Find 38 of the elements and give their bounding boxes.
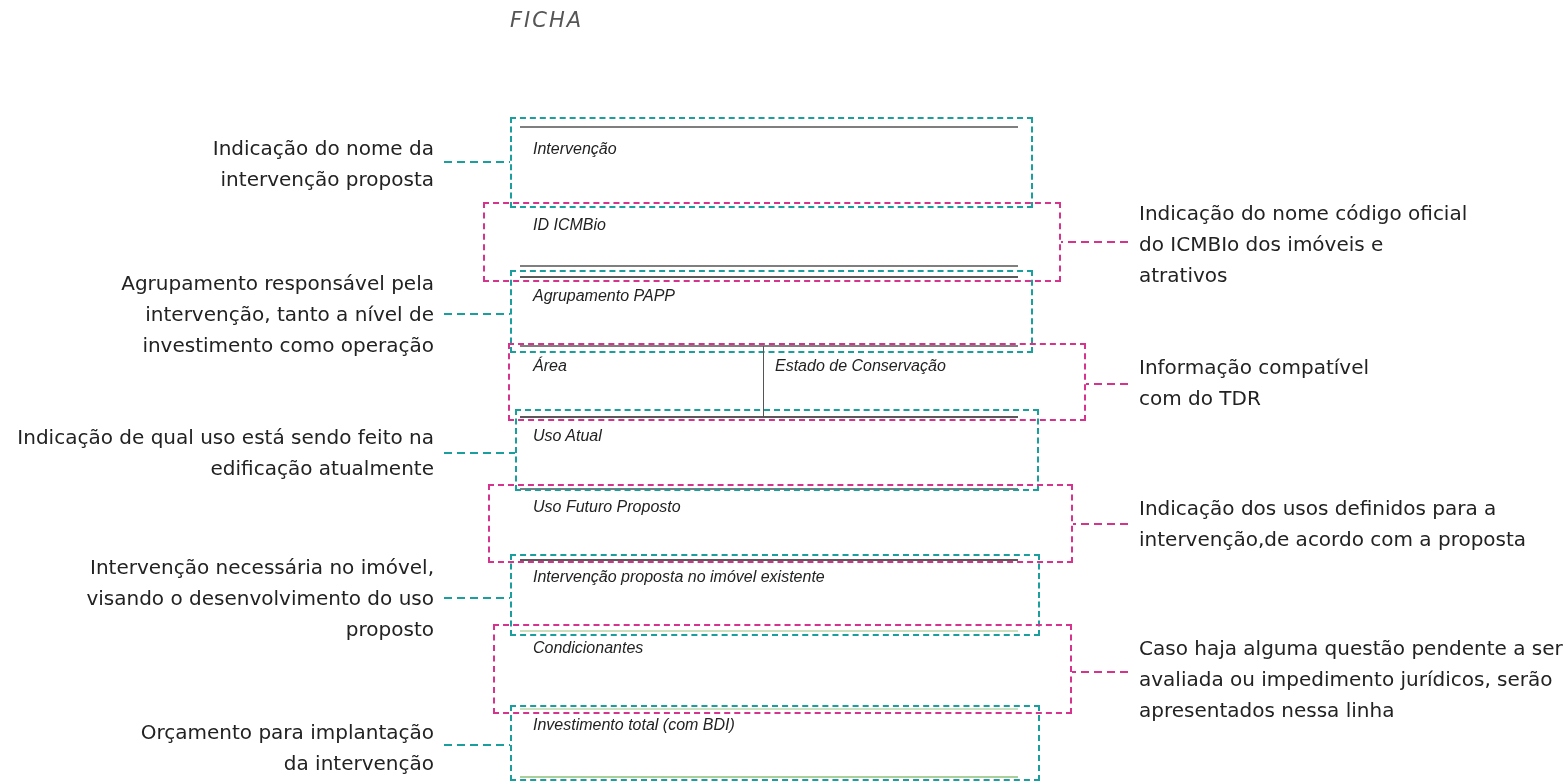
annotation-text: Indicação de qual uso está sendo feito na edificação atualmente — [10, 422, 434, 484]
field-label: ID ICMBio — [533, 216, 606, 234]
field-label: Investimento total (com BDI) — [533, 716, 735, 734]
leader-line — [1085, 383, 1129, 385]
annotation-text: Indicação dos usos definidos para a intervenção,de acordo com a proposta — [1139, 493, 1561, 555]
field-label: Estado de Conservação — [775, 357, 946, 375]
leader-line — [1072, 523, 1129, 525]
dashed-frame — [510, 554, 1040, 636]
leader-line — [443, 161, 511, 163]
annotation-text: Orçamento para implantação da intervenção — [112, 717, 434, 779]
field-label: Intervenção proposta no imóvel existente — [533, 568, 825, 586]
dashed-frame — [510, 117, 1033, 208]
annotation-text: Agrupamento responsável pela intervenção, tanto a nível de investimento como operação — [86, 268, 434, 361]
leader-line — [443, 597, 511, 599]
field-label: Agrupamento PAPP — [533, 287, 675, 305]
dashed-frame — [493, 624, 1072, 714]
dashed-frame — [483, 202, 1061, 282]
field-label: Condicionantes — [533, 639, 644, 657]
leader-line — [443, 452, 516, 454]
annotation-text: Caso haja alguma questão pendente a ser avaliada ou impedimento jurídicos, serão apresentados nessa linha — [1139, 633, 1565, 726]
leader-line — [1071, 671, 1129, 673]
field-label: Área — [533, 357, 567, 375]
field-label: Uso Futuro Proposto — [533, 498, 681, 516]
leader-line — [443, 744, 511, 746]
annotation-text: Indicação do nome código oficial do ICMBIo dos imóveis e atrativos — [1139, 198, 1471, 291]
dashed-frame — [515, 409, 1039, 491]
annotation-text: Indicação do nome da intervenção proposta — [182, 133, 434, 195]
field-label: Intervenção — [533, 140, 617, 158]
dashed-frame — [508, 343, 1086, 421]
leader-line — [443, 313, 511, 315]
annotation-text: Intervenção necessária no imóvel, visando o desenvolvimento do uso proposto — [50, 552, 434, 645]
annotation-text: Informação compatível com do TDR — [1139, 352, 1401, 414]
field-label: Uso Atual — [533, 427, 602, 445]
dashed-frame — [510, 270, 1033, 353]
leader-line — [1060, 241, 1129, 243]
dashed-frame — [510, 705, 1040, 781]
dashed-frame — [488, 484, 1073, 563]
title: FICHA — [510, 8, 584, 32]
